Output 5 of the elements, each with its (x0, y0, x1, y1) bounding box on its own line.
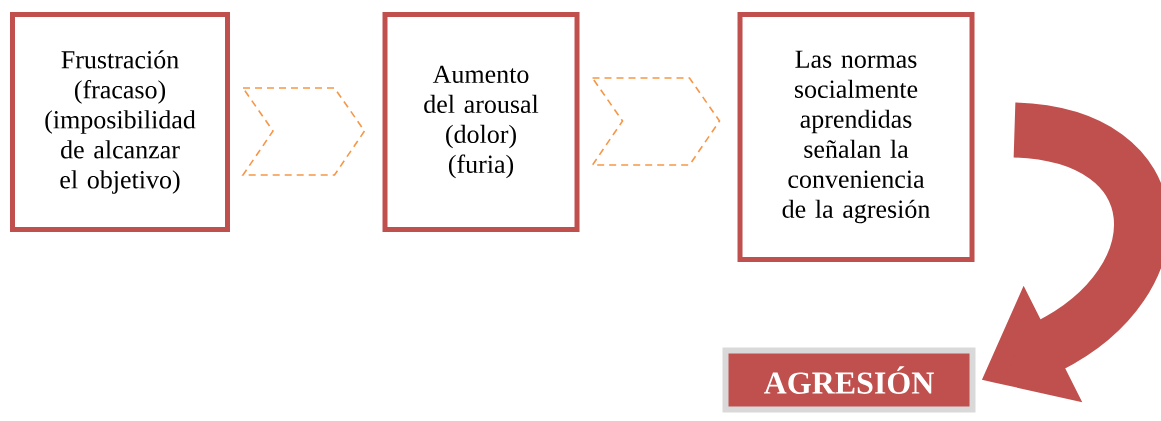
process-box: Frustración (fracaso) (imposibilidad de alcanzar el objetivo) (10, 12, 230, 232)
process-box: Las normas socialmente aprendidas señalan la conveniencia de la agresión (737, 12, 975, 262)
label-box: AGRESIÓN (722, 347, 976, 413)
process-box: Aumento del arousal (dolor) (furia) (382, 12, 580, 232)
chevron-arrow (241, 87, 366, 176)
